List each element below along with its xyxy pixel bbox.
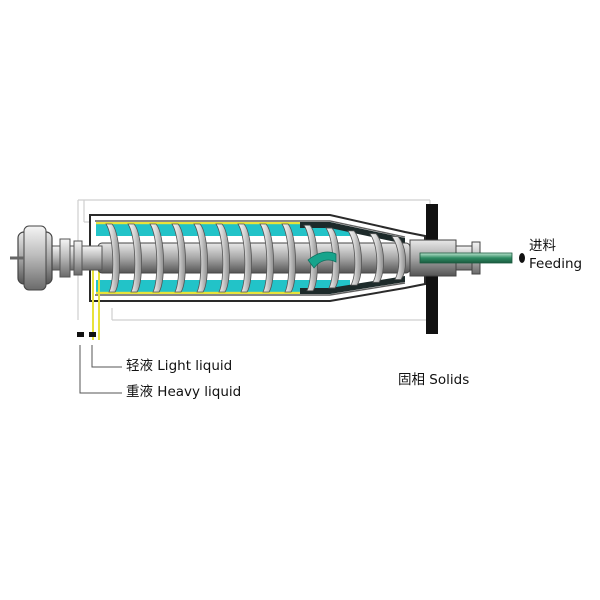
light-liquid-label: 轻液 Light liquid [126,358,233,374]
outlet-markers [77,332,122,394]
heavy-liquid-label: 重液 Heavy liquid [126,384,242,400]
screw-flight [369,233,384,283]
outlet-arrow-icon [89,332,96,337]
screw-flight [149,223,164,293]
feeding-label-zh: 进料 [529,238,556,254]
screw-flight [281,223,296,293]
feeding-label-en: Feeding [529,256,583,272]
right-end-assembly [409,204,525,334]
feed-nozzle-icon [519,253,525,263]
screw-flight [347,230,362,286]
feed-pipe [419,252,513,264]
screw-flight [215,223,230,293]
outlet-arrow-icon [77,332,84,337]
screw-flight [193,223,208,293]
screw-flight [127,223,142,293]
screw-flight [391,236,406,280]
screw-flight [105,223,120,293]
screw-conveyor [97,223,411,293]
screw-flights [105,223,406,293]
screw-flight [171,223,186,293]
solids-label: 固相 Solids [398,372,470,388]
left-drive-assembly [10,225,103,291]
screw-flight [237,223,252,293]
screw-flight [259,223,274,293]
